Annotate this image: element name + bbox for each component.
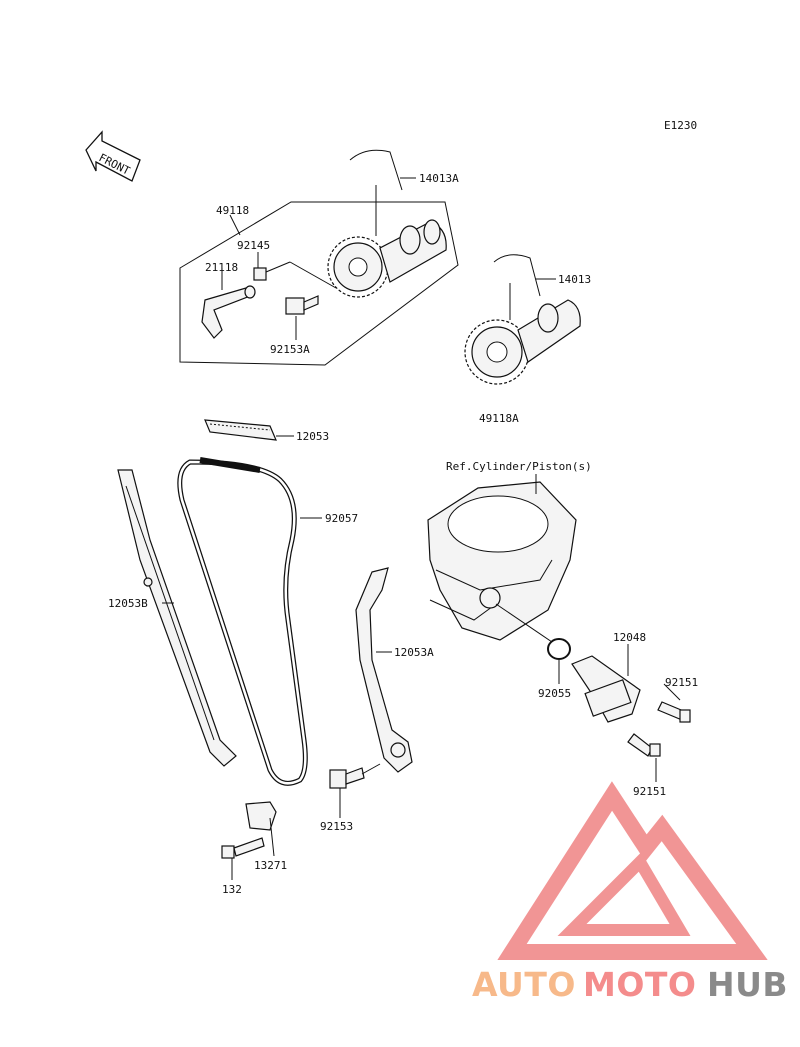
label-12053a: 12053A [394,646,434,659]
camshaft-14013a [327,149,447,298]
label-12053: 12053 [296,430,329,443]
label-92057: 92057 [325,512,358,525]
label-92153a: 92153A [270,343,310,356]
label-92055: 92055 [538,687,571,700]
tensioner-12048 [571,655,641,723]
bolt-92151-upper [657,701,691,723]
chain-guide-12053b [117,469,237,767]
label-49118a: 49118A [479,412,519,425]
watermark-logo [497,781,768,960]
label-92145: 92145 [237,239,270,252]
bolt-92153 [329,767,365,789]
plate-13271 [245,801,277,831]
bolt-92153a [285,295,319,315]
watermark-text: AUTO MOTO HUB [472,965,788,1004]
label-14013: 14013 [558,273,591,286]
label-12048: 12048 [613,631,646,644]
nut-92145 [253,267,267,281]
chain-guide-12053 [204,419,277,441]
camshaft-assembly-group [179,149,459,366]
cylinder-reference [427,481,577,641]
bolt-132 [221,837,265,859]
label-92151-upper: 92151 [665,676,698,689]
reference-note: Ref.Cylinder/Piston(s) [446,460,592,473]
label-49118: 49118 [216,204,249,217]
svg-text:HUB: HUB [707,965,788,1004]
bolt-92151-lower [627,733,661,757]
front-arrow-icon: FRONT [85,130,141,182]
label-14013a: 14013A [419,172,459,185]
svg-text:MOTO: MOTO [583,965,696,1004]
camshaft-14013 [464,254,581,385]
label-12053b: 12053B [108,597,148,610]
label-92151-lower: 92151 [633,785,666,798]
o-ring-92055 [547,638,571,660]
cam-chain-92057 [177,457,308,786]
diagram-code: E1230 [664,119,697,132]
leader-lines [162,177,681,880]
decompressor-lever-21118 [201,285,256,339]
label-92153: 92153 [320,820,353,833]
label-21118: 21118 [205,261,238,274]
svg-text:AUTO: AUTO [472,965,576,1004]
chain-tensioner-guide-12053a [355,567,413,773]
label-132: 132 [222,883,242,896]
label-13271: 13271 [254,859,287,872]
